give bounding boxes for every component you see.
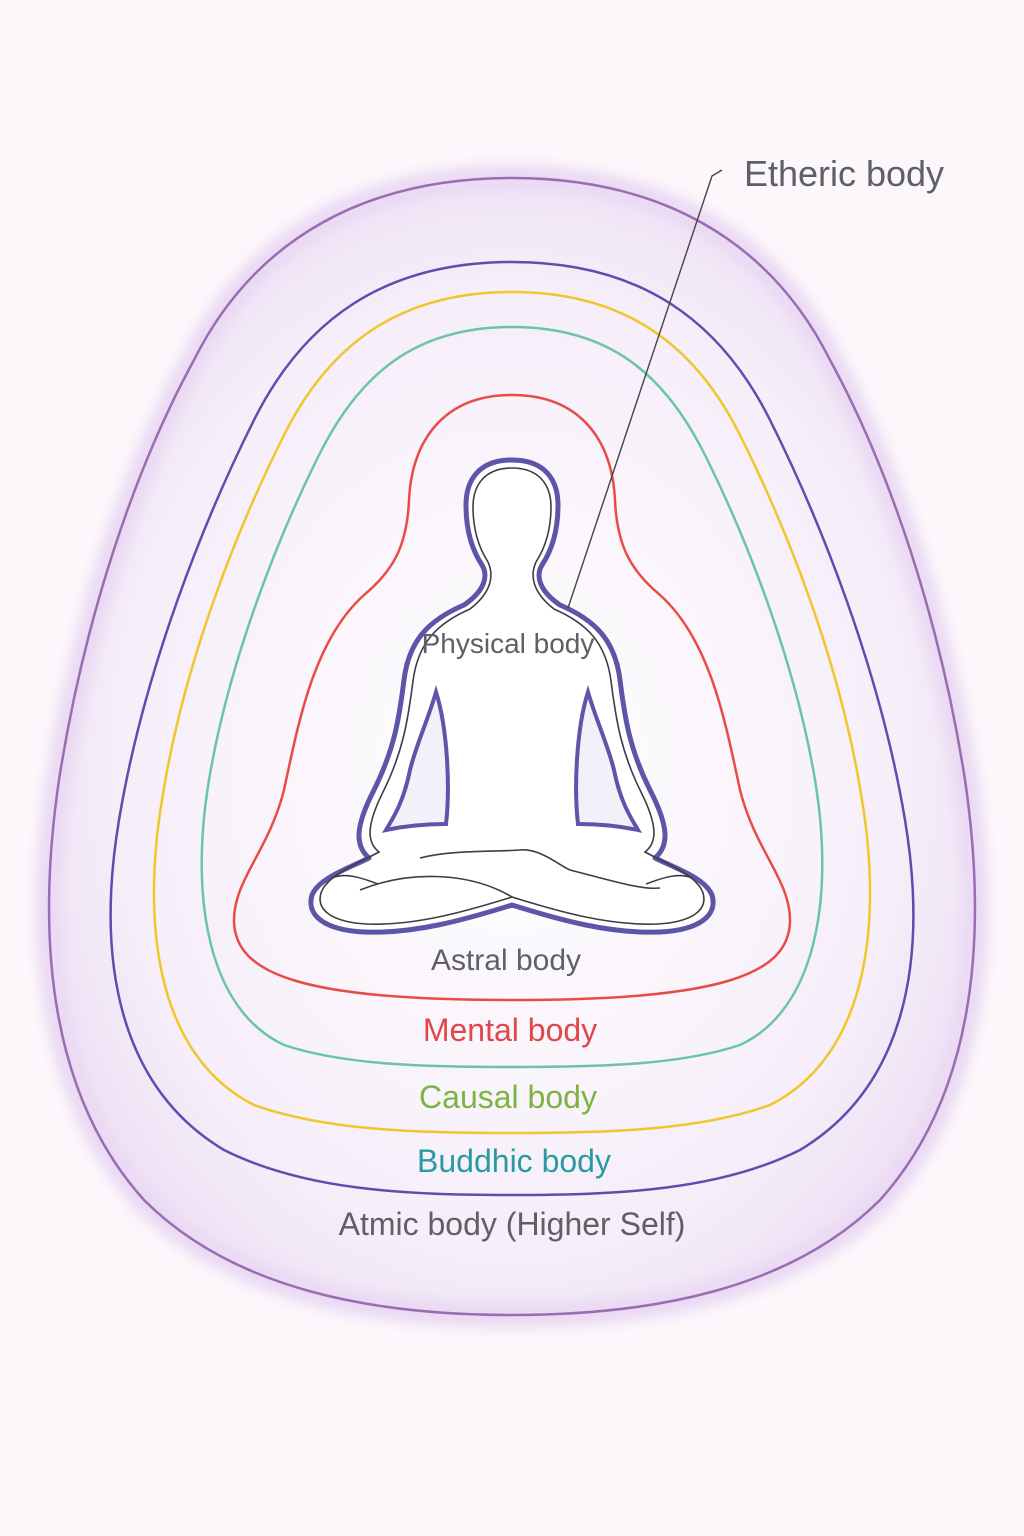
buddhic-body-label: Buddhic body <box>417 1143 611 1179</box>
astral-body-label: Astral body <box>431 944 581 977</box>
atmic-body-label: Atmic body (Higher Self) <box>339 1206 686 1242</box>
physical-body-label: Physical body <box>422 628 595 659</box>
causal-body-label: Causal body <box>419 1079 597 1115</box>
mental-body-label: Mental body <box>423 1012 597 1048</box>
etheric-body-label: Etheric body <box>744 153 944 194</box>
